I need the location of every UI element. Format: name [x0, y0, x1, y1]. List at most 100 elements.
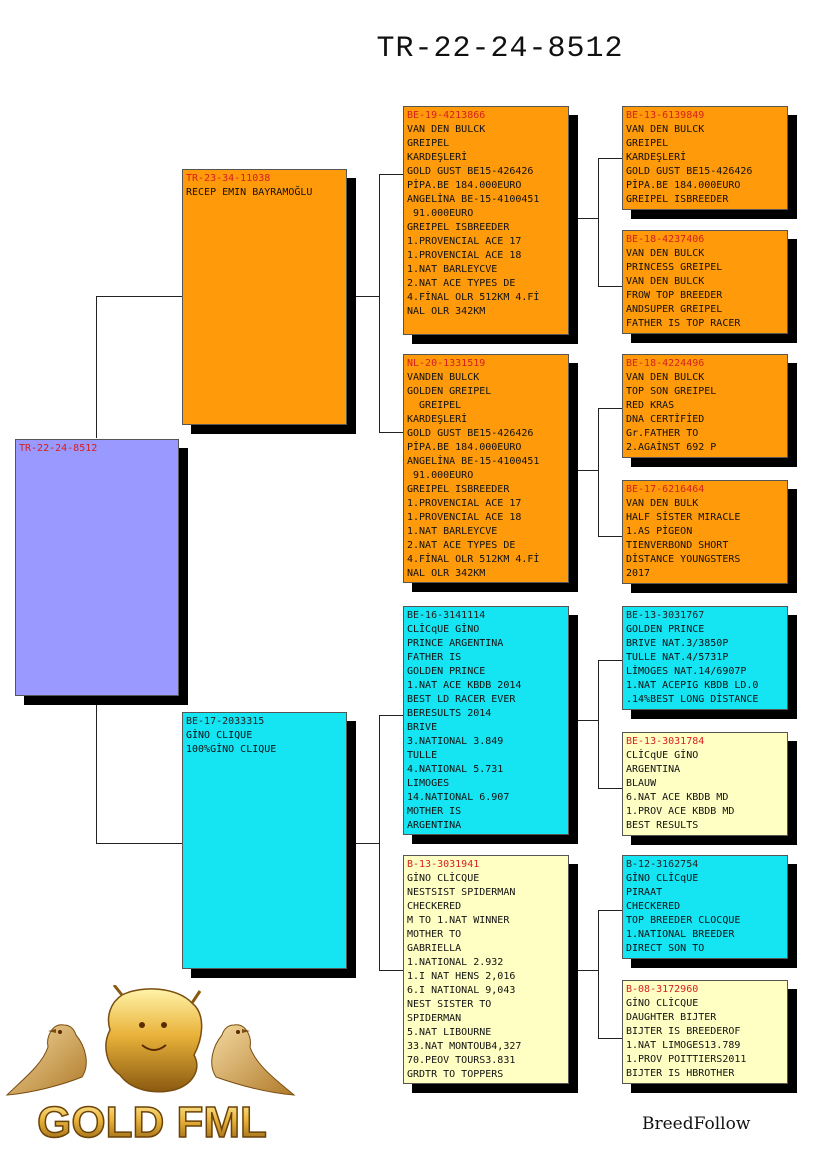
- pedigree-line: NESTSIST SPIDERMAN: [407, 887, 516, 898]
- logo-text: GOLD FML: [37, 1098, 267, 1147]
- pedigree-line: KARDEŞLERİ: [407, 152, 468, 163]
- pedigree-line: 1.NAT BARLEYCVE: [407, 264, 498, 275]
- pedigree-line: KARDEŞLERİ: [407, 414, 468, 425]
- pedigree-line: ANGELİNA BE-15-4100451: [407, 456, 540, 467]
- pedigree-line: 1.NAT BARLEYCVE: [407, 526, 498, 537]
- pedigree-line: BEST RESULTS: [626, 820, 699, 831]
- pedigree-line: 91.000EURO: [407, 470, 474, 481]
- pedigree-line: VAN DEN BULCK: [626, 124, 705, 135]
- pedigree-line: 2.AGAİNST 692 P: [626, 442, 717, 453]
- connector-line: [598, 660, 599, 788]
- pedigree-line: TULLE NAT.4/5731P: [626, 652, 729, 663]
- pedigree-line: FATHER IS TOP RACER: [626, 318, 741, 329]
- pedigree-line: VAN DEN BULK: [626, 498, 699, 509]
- ring-number: BE-19-4213866: [407, 110, 486, 121]
- pedigree-line: RED KRAS: [626, 400, 675, 411]
- ring-number: TR-23-34-11038: [186, 173, 271, 184]
- pedigree-line: ARGENTINA: [407, 820, 462, 831]
- pedigree-line: GREIPEL: [626, 138, 669, 149]
- pedigree-line: FROW TOP BREEDER: [626, 290, 723, 301]
- ring-number: NL-20-1331519: [407, 358, 486, 369]
- connector-line: [598, 1038, 623, 1039]
- pedigree-line: KARDEŞLERİ: [626, 152, 687, 163]
- pedigree-line: 14.NATIONAL 6.907: [407, 792, 510, 803]
- ring-number: BE-18-4224496: [626, 358, 705, 369]
- pedigree-line: TIENVERBOND SHORT: [626, 540, 729, 551]
- pedigree-line: BIJTER IS BREEDEROF: [626, 1026, 741, 1037]
- pedigree-line: 4.NATIONAL 5.731: [407, 764, 504, 775]
- pedigree-line: CHECKERED: [626, 901, 681, 912]
- pedigree-line: 1.NAT LIMOGES13.789: [626, 1040, 741, 1051]
- ring-number: BE-16-3141114: [407, 610, 486, 621]
- pedigree-line: Gr.FATHER TO: [626, 428, 699, 439]
- pedigree-line: 1.NAT ACE KBDB 2014: [407, 680, 522, 691]
- pedigree-line: GOLD GUST BE15-426426: [407, 428, 534, 439]
- connector-line: [598, 910, 599, 1038]
- pedigree-line: BRIVE: [407, 722, 438, 733]
- pedigree-line: VANDEN BULCK: [407, 372, 480, 383]
- pedigree-line: 2017: [626, 568, 651, 579]
- pedigree-line: 1.PROVENCIAL ACE 17: [407, 498, 522, 509]
- breedfollow-label: BreedFollow: [642, 1114, 751, 1134]
- pedigree-line: 1.PROVENCIAL ACE 18: [407, 250, 522, 261]
- pedigree-line: 1.PROVENCIAL ACE 18: [407, 512, 522, 523]
- pedigree-line: GABRIELLA: [407, 943, 462, 954]
- pedigree-line: VAN DEN BULCK: [626, 276, 705, 287]
- pedigree-line: HALF SİSTER MIRACLE: [626, 512, 741, 523]
- pedigree-line: MOTHER IS: [407, 806, 462, 817]
- connector-line: [379, 715, 380, 970]
- pedigree-line: DİSTANCE YOUNGSTERS: [626, 554, 741, 565]
- ring-number: BE-17-2033315: [186, 716, 265, 727]
- pedigree-line: 1.PROV ACE KBDB MD: [626, 806, 735, 817]
- pedigree-line: VAN DEN BULCK: [626, 248, 705, 259]
- pedigree-line: 4.FİNAL OLR 512KM 4.Fİ: [407, 554, 540, 565]
- connector-line: [598, 788, 623, 789]
- pedigree-line: M TO 1.NAT WINNER: [407, 915, 510, 926]
- pedigree-line: 100%GİNO CLIQUE: [186, 744, 277, 755]
- pedigree-line: 1.NAT ACEPIG KBDB LD.0: [626, 680, 759, 691]
- connector-line: [96, 843, 182, 844]
- pedigree-line: GRDTR TO TOPPERS: [407, 1069, 504, 1080]
- pedigree-line: GOLDEN GREIPEL: [407, 386, 492, 397]
- pedigree-line: LIMOGES: [407, 778, 450, 789]
- pedigree-line: DAUGHTER BIJTER: [626, 1012, 717, 1023]
- pedigree-line: 6.I NATIONAL 9,043: [407, 985, 516, 996]
- connector-line: [356, 296, 379, 297]
- connector-line: [598, 408, 623, 409]
- pedigree-line: GİNO CLIQUE: [186, 730, 253, 741]
- pedigree-line: BIJTER IS HBROTHER: [626, 1068, 735, 1079]
- pedigree-line: VAN DEN BULCK: [626, 372, 705, 383]
- connector-line: [598, 660, 623, 661]
- connector-line: [598, 536, 623, 537]
- pedigree-line: GREIPEL: [407, 400, 462, 411]
- pedigree-line: GREIPEL ISBREEDER: [626, 194, 729, 205]
- pedigree-line: ANDSUPER GREIPEL: [626, 304, 723, 315]
- pedigree-line: GOLD GUST BE15-426426: [407, 166, 534, 177]
- connector-line: [577, 218, 598, 219]
- pedigree-line: 1.NATIONAL BREEDER: [626, 929, 735, 940]
- ring-number: TR-22-24-8512: [19, 443, 98, 454]
- connector-line: [96, 296, 182, 297]
- connector-line: [379, 174, 380, 432]
- pedigree-line: SPIDERMAN: [407, 1013, 462, 1024]
- ring-number: BE-17-6216464: [626, 484, 705, 495]
- ring-number: BE-13-3031784: [626, 736, 705, 747]
- pedigree-line: PIRAAT: [626, 887, 663, 898]
- connector-line: [577, 970, 598, 971]
- connector-line: [96, 296, 97, 438]
- pedigree-line: 1.NATIONAL 2.932: [407, 957, 504, 968]
- connector-line: [598, 910, 623, 911]
- pedigree-line: CLİCqUE GİNO: [407, 624, 480, 635]
- gold-fml-logo: GOLD FML: [2, 984, 302, 1154]
- connector-line: [379, 715, 404, 716]
- subject-card: TR-22-24-8512: [15, 439, 179, 696]
- ring-number: B-08-3172960: [626, 984, 699, 995]
